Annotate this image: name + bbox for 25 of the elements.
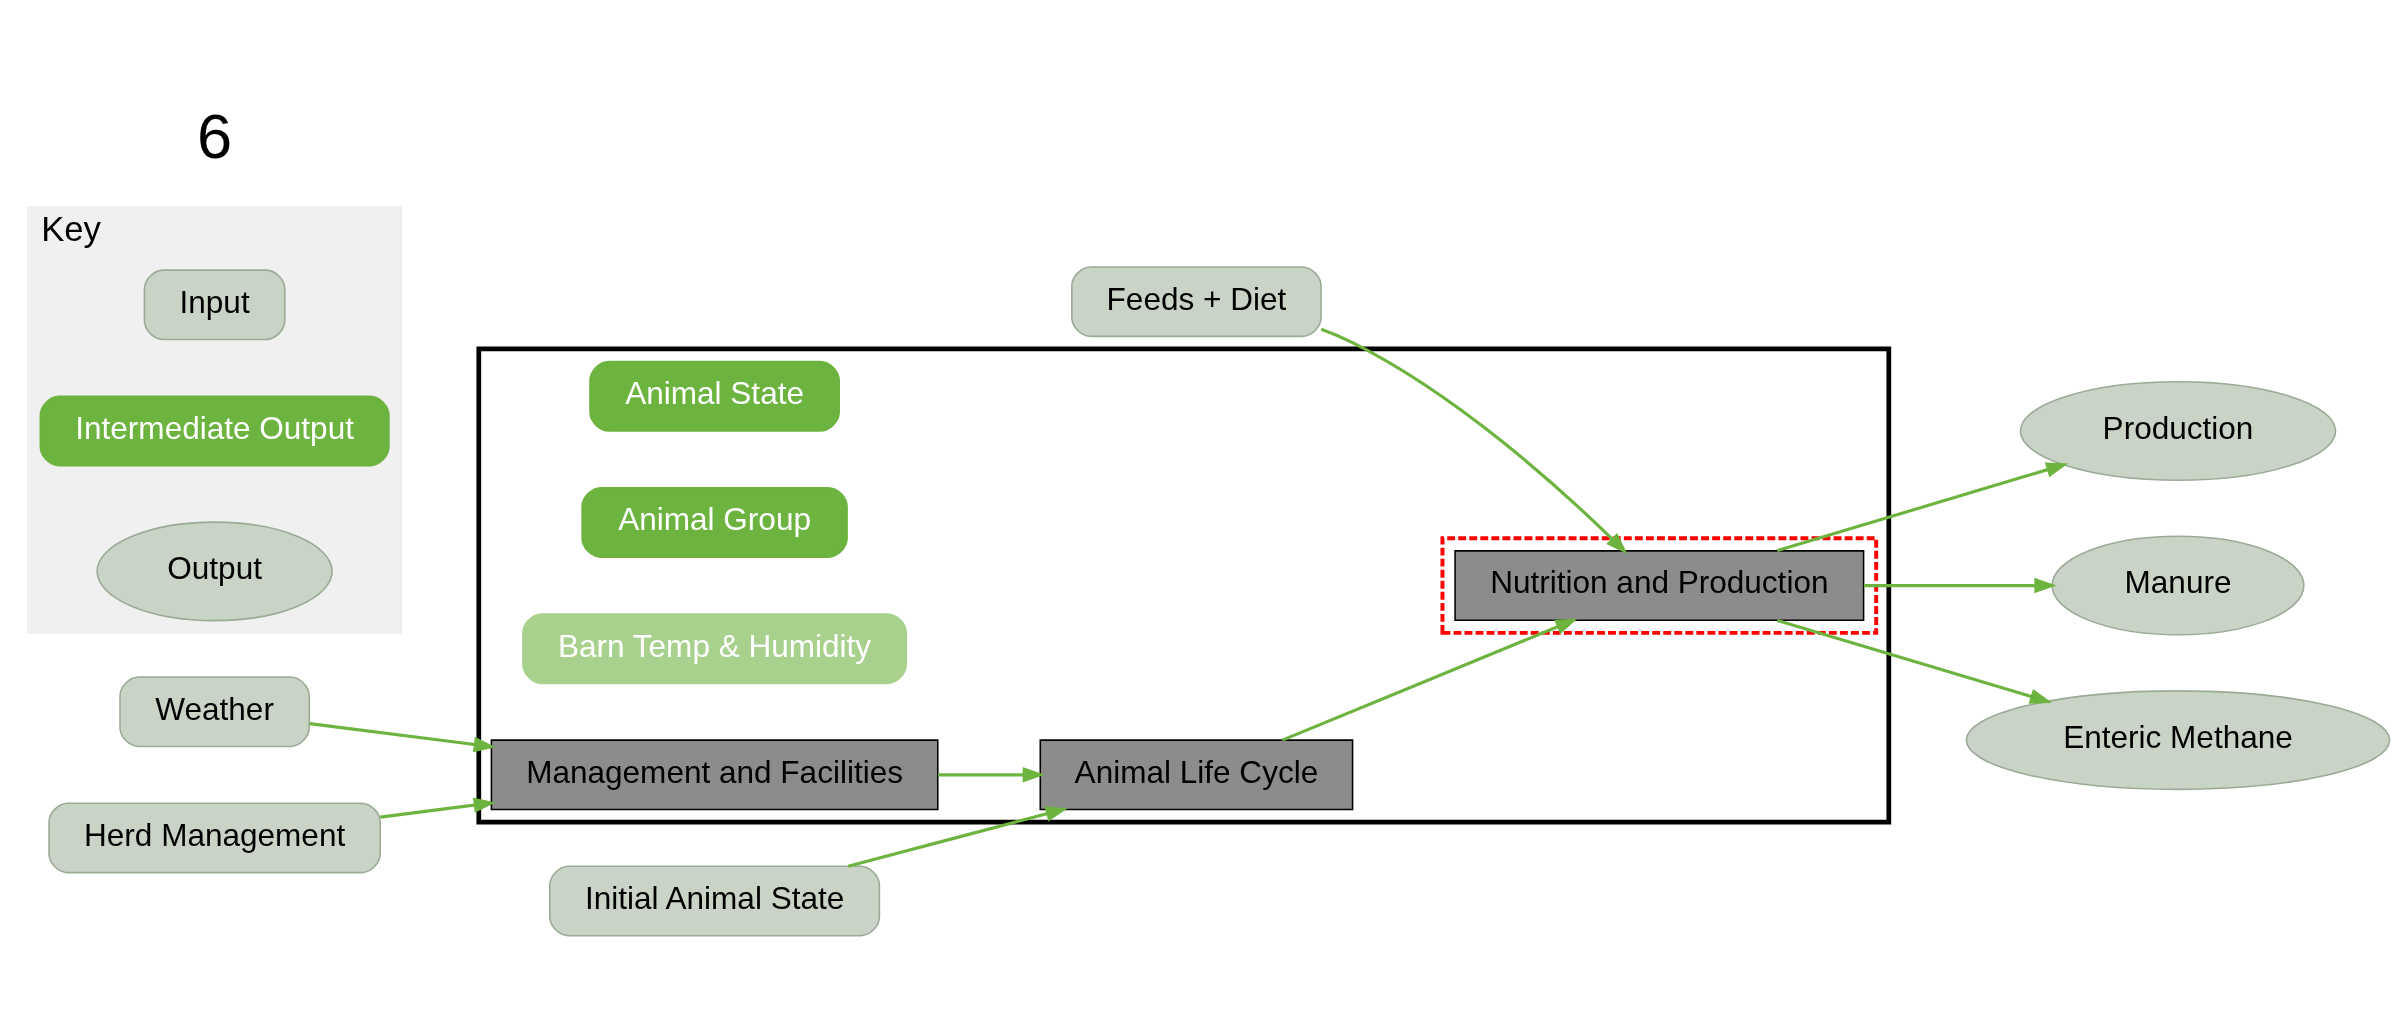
node-ellipse: Production <box>2019 380 2337 482</box>
label: 6 <box>197 101 233 172</box>
node-box: Animal Life Cycle <box>1039 739 1354 811</box>
node-box: Animal Group <box>581 486 848 558</box>
arrow <box>1776 618 2052 704</box>
node-box: Intermediate Output <box>39 395 390 467</box>
node-box: Weather <box>119 676 311 748</box>
node-box: Input <box>143 269 286 341</box>
node-ellipse: Output <box>96 521 333 622</box>
node-ellipse: Manure <box>2051 535 2305 636</box>
node-box: Management and Facilities <box>490 739 939 811</box>
arrow <box>1320 327 1628 555</box>
node-box: Nutrition and Production <box>1454 550 1865 622</box>
node-box: Feeds + Diet <box>1071 266 1322 338</box>
arrow <box>847 806 1068 868</box>
arrow <box>938 767 1045 783</box>
node-box: Herd Management <box>48 802 381 874</box>
arrow <box>309 722 496 753</box>
node-box: Barn Temp & Humidity <box>522 613 907 685</box>
node-box: Animal State <box>589 360 840 432</box>
arrow <box>1863 577 2057 594</box>
arrow <box>380 797 496 819</box>
arrow <box>1776 462 2069 553</box>
node-box: Initial Animal State <box>549 865 881 937</box>
arrow <box>1281 618 1578 742</box>
